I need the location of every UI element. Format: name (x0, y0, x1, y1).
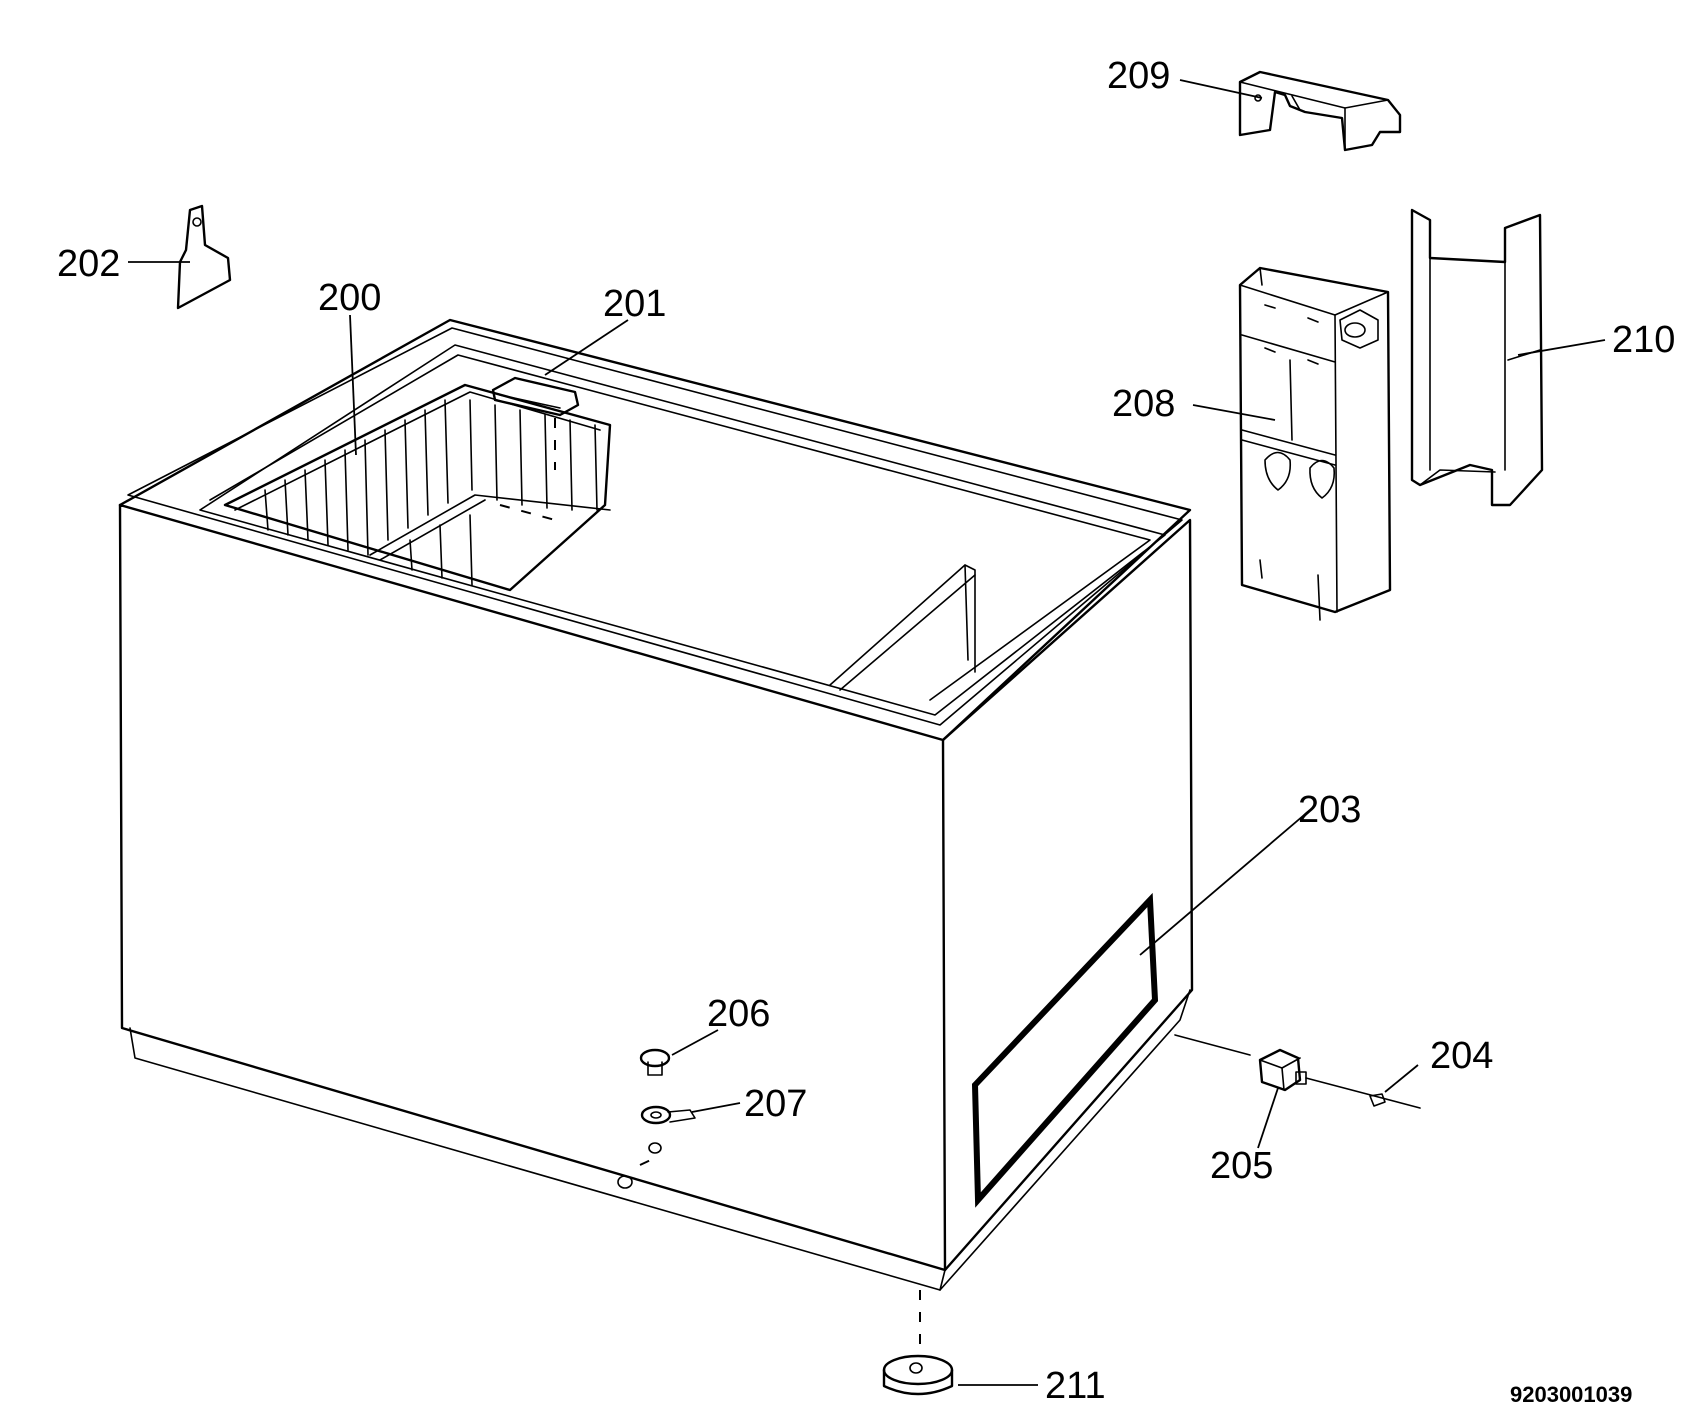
callout-204: 204 (1430, 1035, 1493, 1077)
side-vent-panel (971, 892, 1159, 1208)
callout-labels: 200 201 202 203 204 205 206 207 208 209 … (57, 55, 1675, 1407)
callout-206: 206 (707, 993, 770, 1035)
drawing-number: 9203001039 (1510, 1382, 1632, 1407)
top-cover (1238, 70, 1402, 152)
wire-basket (223, 383, 612, 592)
callout-210: 210 (1612, 319, 1675, 361)
freezer-cabinet (118, 318, 1194, 1291)
callout-202: 202 (57, 243, 120, 285)
callout-200: 200 (318, 277, 381, 319)
callout-203: 203 (1298, 789, 1361, 831)
control-box (1238, 266, 1392, 621)
ice-scraper (176, 204, 232, 310)
lamp-holder (1174, 1034, 1421, 1109)
side-cover (1410, 208, 1544, 507)
hinge-fasteners (617, 1048, 696, 1189)
callout-211: 211 (1045, 1365, 1106, 1407)
callout-208: 208 (1112, 383, 1175, 425)
callout-207: 207 (744, 1083, 807, 1125)
basket-handle (491, 376, 580, 470)
leader-lines (128, 79, 1606, 1386)
callout-201: 201 (603, 283, 666, 325)
callout-205: 205 (1210, 1145, 1273, 1187)
callout-209: 209 (1107, 55, 1170, 97)
foot (882, 1290, 954, 1396)
